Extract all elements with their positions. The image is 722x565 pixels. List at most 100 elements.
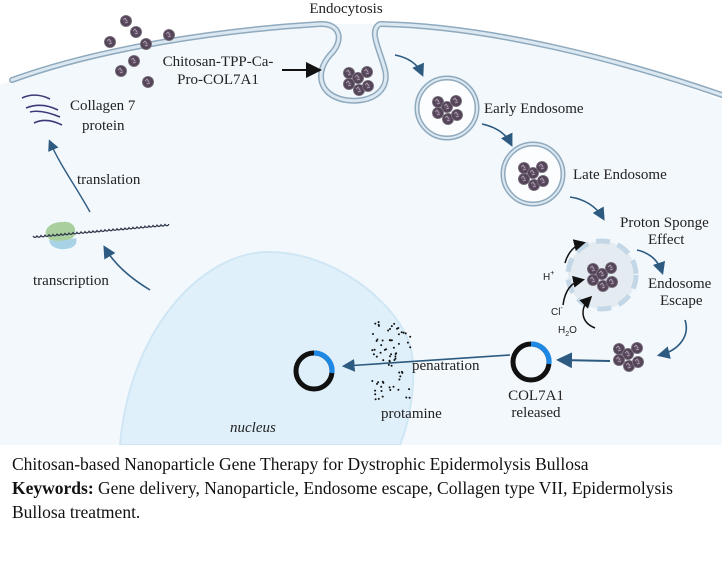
figure-caption: Chitosan-based Nanoparticle Gene Therapy… — [12, 452, 712, 524]
h-plus-arrow — [564, 239, 586, 264]
arrow-penetration — [341, 354, 511, 372]
col7a1-label-line1: COL7A1 — [508, 388, 564, 404]
protamine-dot — [388, 359, 391, 362]
protamine-dot — [399, 375, 402, 378]
late-endosome — [500, 141, 566, 207]
protamine-dots — [371, 321, 412, 401]
arrow-escape-down — [656, 319, 687, 359]
protamine-dot — [381, 339, 384, 342]
protamine-dot — [389, 339, 392, 342]
translation-label: translation — [77, 172, 141, 188]
bursting-endosome — [565, 238, 639, 312]
protamine-dot — [395, 352, 398, 355]
protamine-dot — [380, 344, 383, 347]
nanoparticle-label-line1: Chitosan-TPP-Ca- — [163, 54, 274, 70]
protamine-dot — [394, 357, 397, 360]
protamine-dot — [382, 359, 385, 362]
protamine-dot — [377, 397, 380, 400]
protamine-dot — [389, 389, 392, 391]
protamine-dot — [372, 333, 374, 335]
protamine-dot — [373, 348, 376, 351]
arrow-to-late — [481, 123, 513, 147]
protamine-dot — [409, 335, 412, 338]
protamine-dot — [400, 331, 403, 334]
protamine-dot — [376, 382, 378, 385]
protamine-dot — [374, 398, 377, 401]
protamine-dot — [408, 388, 411, 391]
protamine-dot — [372, 353, 375, 356]
arrow-translation — [48, 139, 91, 213]
protamine-dot — [390, 325, 393, 328]
protamine-dot — [397, 333, 400, 336]
protamine-dot — [409, 346, 412, 349]
protamine-dot — [397, 342, 400, 345]
protamine-dot — [377, 381, 380, 384]
nucleus-label: nucleus — [230, 420, 276, 436]
ribosome-icon — [45, 221, 77, 250]
protamine-dot — [396, 327, 398, 330]
arrow-to-early — [394, 54, 424, 77]
protamine-dot — [397, 388, 400, 391]
arrow-to-escape — [636, 249, 666, 276]
endosome-escape-label-line1: Endosome — [648, 276, 712, 292]
protamine-dot — [394, 355, 397, 358]
protamine-dot — [371, 380, 374, 382]
protamine-dot — [371, 349, 374, 352]
protamine-dot — [374, 389, 377, 392]
water-label: H2O — [558, 325, 577, 338]
protamine-dot — [393, 322, 396, 325]
protamine-dot — [377, 321, 380, 324]
early-endosome — [414, 75, 480, 141]
protamine-dot — [406, 341, 409, 344]
endocytosis-label: Endocytosis — [309, 1, 382, 17]
protamine-dot — [402, 331, 405, 334]
h2o-arrow — [579, 295, 596, 329]
penetration-label: penatration — [412, 358, 480, 374]
mrna-strand — [32, 223, 170, 239]
collagen-protein-icon — [21, 94, 63, 126]
gene-therapy-diagram: Endocytosis Chitosan-TPP-Ca- Pro-COL7A1 … — [0, 1, 722, 446]
protamine-dot — [379, 351, 382, 354]
nucleus — [118, 250, 415, 446]
protamine-dot — [377, 323, 380, 326]
caption-title: Chitosan-based Nanoparticle Gene Therapy… — [12, 454, 589, 474]
arrow-transcription — [103, 245, 151, 291]
protamine-dot — [392, 385, 395, 388]
protamine-dot — [375, 355, 378, 358]
protamine-dot — [375, 340, 378, 342]
h-plus-label: H+ — [543, 270, 554, 283]
protamine-dot — [380, 385, 383, 388]
protamine-dot — [374, 322, 377, 325]
protamine-dot — [405, 396, 408, 399]
protamine-dot — [380, 390, 383, 392]
protamine-dot — [381, 395, 384, 398]
protamine-dot — [376, 338, 379, 341]
protamine-dot — [381, 380, 384, 383]
keywords-label: Keywords: — [12, 478, 94, 498]
protamine-dot — [390, 364, 393, 367]
protamine-dot — [398, 378, 401, 381]
arrow-to-sponge — [569, 196, 605, 221]
early-endosome-label: Early Endosome — [484, 101, 584, 117]
protamine-dot — [389, 328, 391, 330]
protamine-dot — [389, 355, 391, 358]
protamine-dot — [398, 371, 401, 374]
transcription-label: transcription — [33, 273, 109, 289]
proton-sponge-label-line1: Proton Sponge — [620, 215, 709, 231]
protamine-dot — [404, 332, 407, 335]
caption-keywords: Keywords: Gene delivery, Nanoparticle, E… — [12, 476, 712, 524]
collagen-label-line1: Collagen 7 — [70, 98, 136, 114]
protamine-dot — [400, 370, 403, 373]
cl-arrow — [562, 275, 585, 306]
protamine-dot — [383, 348, 386, 351]
protamine-dot — [408, 396, 411, 399]
late-endosome-label: Late Endosome — [573, 167, 667, 183]
protamine-dot — [387, 329, 390, 332]
endosome-escape-label-line2: Escape — [660, 293, 703, 309]
protamine-dot — [388, 386, 391, 389]
nanoparticle-label-line2: Pro-COL7A1 — [177, 72, 259, 88]
protamine-dot — [393, 359, 396, 361]
nuclear-plasmid-icon — [293, 350, 335, 392]
protamine-dot — [392, 346, 395, 349]
proton-sponge-label-line2: Effect — [648, 232, 685, 248]
